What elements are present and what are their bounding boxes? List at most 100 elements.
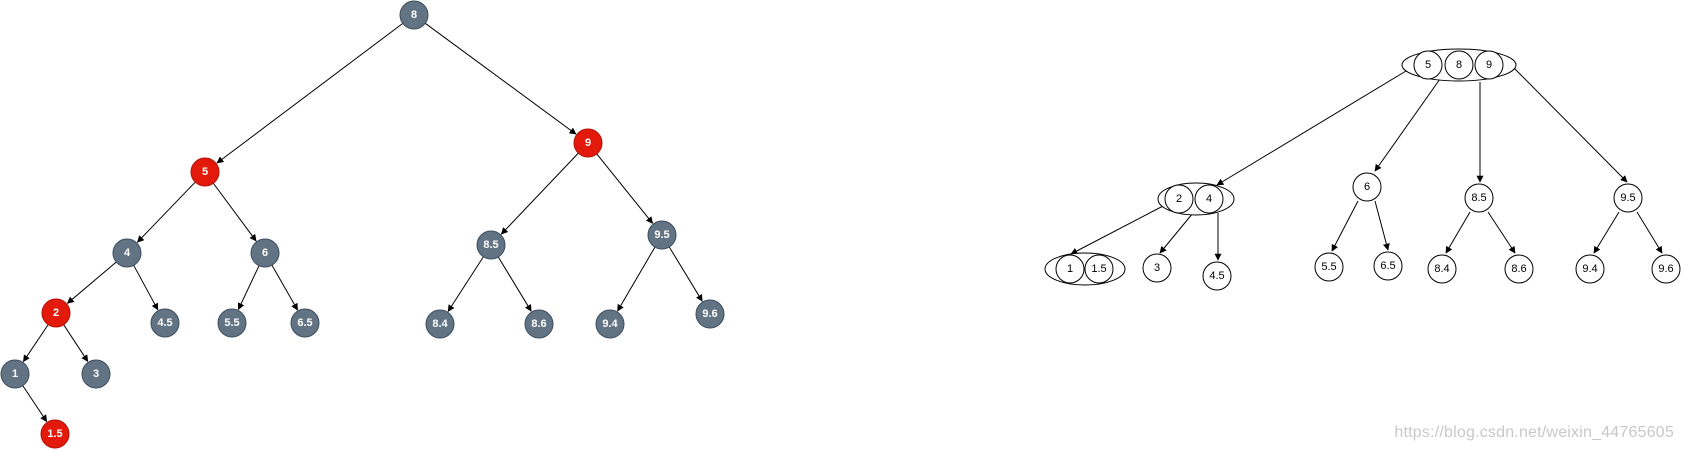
btree-edge-k85-k84 bbox=[1445, 211, 1471, 254]
btree-key-circle bbox=[1164, 184, 1194, 214]
btree-edge-k24-k115 bbox=[1070, 204, 1166, 255]
rb-node-label: 8.4 bbox=[432, 318, 448, 330]
rb-edge-n85-n84 bbox=[447, 256, 484, 312]
rb-node-label: 9.5 bbox=[654, 229, 669, 241]
rb-node-n55: 5.5 bbox=[217, 308, 247, 338]
btree-key-circle bbox=[1352, 172, 1382, 202]
rb-node-circle bbox=[695, 299, 725, 329]
btree-node-k96: 9.6 bbox=[1651, 254, 1681, 284]
btree-key-label: 3 bbox=[1154, 262, 1160, 274]
btree-key-circle bbox=[1575, 254, 1605, 284]
rb-edge-n9-n95 bbox=[596, 153, 654, 224]
rb-node-label: 9.6 bbox=[702, 308, 717, 320]
btree-key-label: 9.5 bbox=[1620, 192, 1635, 204]
rb-edge-n8-n5 bbox=[216, 23, 404, 164]
btree-node-k84: 8.4 bbox=[1427, 254, 1457, 284]
rb-edge-n6-n55 bbox=[237, 265, 260, 311]
rb-edge-n2-n1 bbox=[22, 324, 49, 363]
btree-node-k55: 5.5 bbox=[1314, 252, 1344, 282]
btree-key-circle bbox=[1504, 254, 1534, 284]
rb-edge-n85-n86 bbox=[497, 256, 532, 312]
rb-node-circle bbox=[250, 238, 280, 268]
rb-node-n2: 2 bbox=[41, 298, 71, 328]
rb-node-circle bbox=[190, 157, 220, 187]
rb-node-circle bbox=[573, 128, 603, 158]
rb-edge-n6-n65 bbox=[271, 264, 298, 311]
rb-node-circle bbox=[40, 419, 70, 449]
rb-node-label: 6 bbox=[262, 247, 268, 259]
rb-node-n8: 8 bbox=[399, 0, 429, 30]
watermark: https://blog.csdn.net/weixin_44765605 bbox=[1394, 424, 1674, 441]
rb-node-label: 5 bbox=[202, 166, 208, 178]
btree-edge-k6-k65 bbox=[1374, 200, 1390, 251]
rb-edge-n5-n6 bbox=[212, 182, 257, 242]
rb-node-circle bbox=[595, 309, 625, 339]
rb-node-circle bbox=[0, 359, 30, 389]
rb-edge-n1-n15 bbox=[22, 385, 48, 423]
btree-key-label: 8 bbox=[1456, 59, 1462, 71]
rb-node-circle bbox=[217, 308, 247, 338]
rb-edge-n2-n3 bbox=[63, 324, 89, 363]
rb-node-label: 4.5 bbox=[157, 317, 172, 329]
btree-key-circle bbox=[1202, 261, 1232, 291]
btree-edge-k95-k94 bbox=[1593, 211, 1620, 254]
btree-key-label: 8.5 bbox=[1471, 192, 1486, 204]
btree-key-circle bbox=[1444, 50, 1474, 80]
btree-node-k45: 4.5 bbox=[1202, 261, 1232, 291]
rb-node-n65: 6.5 bbox=[290, 308, 320, 338]
btree-node-k86: 8.6 bbox=[1504, 254, 1534, 284]
rb-node-label: 8.6 bbox=[531, 318, 546, 330]
rb-node-label: 2 bbox=[53, 307, 59, 319]
rb-node-n96: 9.6 bbox=[695, 299, 725, 329]
btree-key-circle bbox=[1474, 50, 1504, 80]
rb-node-circle bbox=[476, 230, 506, 260]
btree-key-label: 4.5 bbox=[1209, 270, 1224, 282]
rb-node-n9: 9 bbox=[573, 128, 603, 158]
rb-node-n95: 9.5 bbox=[647, 220, 677, 250]
rb-node-n15: 1.5 bbox=[40, 419, 70, 449]
rb-node-label: 9 bbox=[585, 137, 591, 149]
rb-node-circle bbox=[81, 359, 111, 389]
b-tree-edges bbox=[1070, 67, 1663, 261]
rb-node-label: 4 bbox=[124, 247, 131, 259]
btree-key-circle bbox=[1142, 253, 1172, 283]
rb-node-n84: 8.4 bbox=[425, 309, 455, 339]
btree-key-circle bbox=[1314, 252, 1344, 282]
rb-node-label: 3 bbox=[93, 368, 99, 380]
rb-node-n94: 9.4 bbox=[595, 309, 625, 339]
rb-node-circle bbox=[647, 220, 677, 250]
btree-key-circle bbox=[1427, 254, 1457, 284]
btree-key-circle bbox=[1055, 254, 1085, 284]
rb-node-circle bbox=[290, 308, 320, 338]
rb-edge-n95-n96 bbox=[668, 246, 703, 302]
btree-key-circle bbox=[1464, 183, 1494, 213]
btree-key-label: 8.6 bbox=[1511, 263, 1526, 275]
btree-node-k6: 6 bbox=[1352, 172, 1382, 202]
btree-key-label: 1 bbox=[1067, 263, 1073, 275]
btree-node-k94: 9.4 bbox=[1575, 254, 1605, 284]
btree-key-label: 5.5 bbox=[1321, 261, 1336, 273]
btree-key-circle bbox=[1194, 184, 1224, 214]
btree-key-circle bbox=[1084, 254, 1114, 284]
rb-node-n45: 4.5 bbox=[150, 308, 180, 338]
rb-node-label: 8.5 bbox=[483, 239, 498, 251]
btree-node-k95: 9.5 bbox=[1613, 183, 1643, 213]
rb-node-n85: 8.5 bbox=[476, 230, 506, 260]
btree-edge-k6-k55 bbox=[1331, 200, 1359, 252]
btree-key-circle bbox=[1373, 251, 1403, 281]
rb-node-circle bbox=[41, 298, 71, 328]
rb-tree-edges bbox=[22, 22, 703, 423]
btree-key-label: 8.4 bbox=[1434, 263, 1449, 275]
btree-key-label: 6 bbox=[1364, 181, 1370, 193]
rb-node-n86: 8.6 bbox=[524, 309, 554, 339]
btree-edge-k85-k86 bbox=[1487, 211, 1516, 254]
btree-key-label: 9.6 bbox=[1658, 263, 1673, 275]
btree-key-label: 6.5 bbox=[1380, 260, 1395, 272]
rb-node-n5: 5 bbox=[190, 157, 220, 187]
rb-node-n4: 4 bbox=[112, 238, 142, 268]
